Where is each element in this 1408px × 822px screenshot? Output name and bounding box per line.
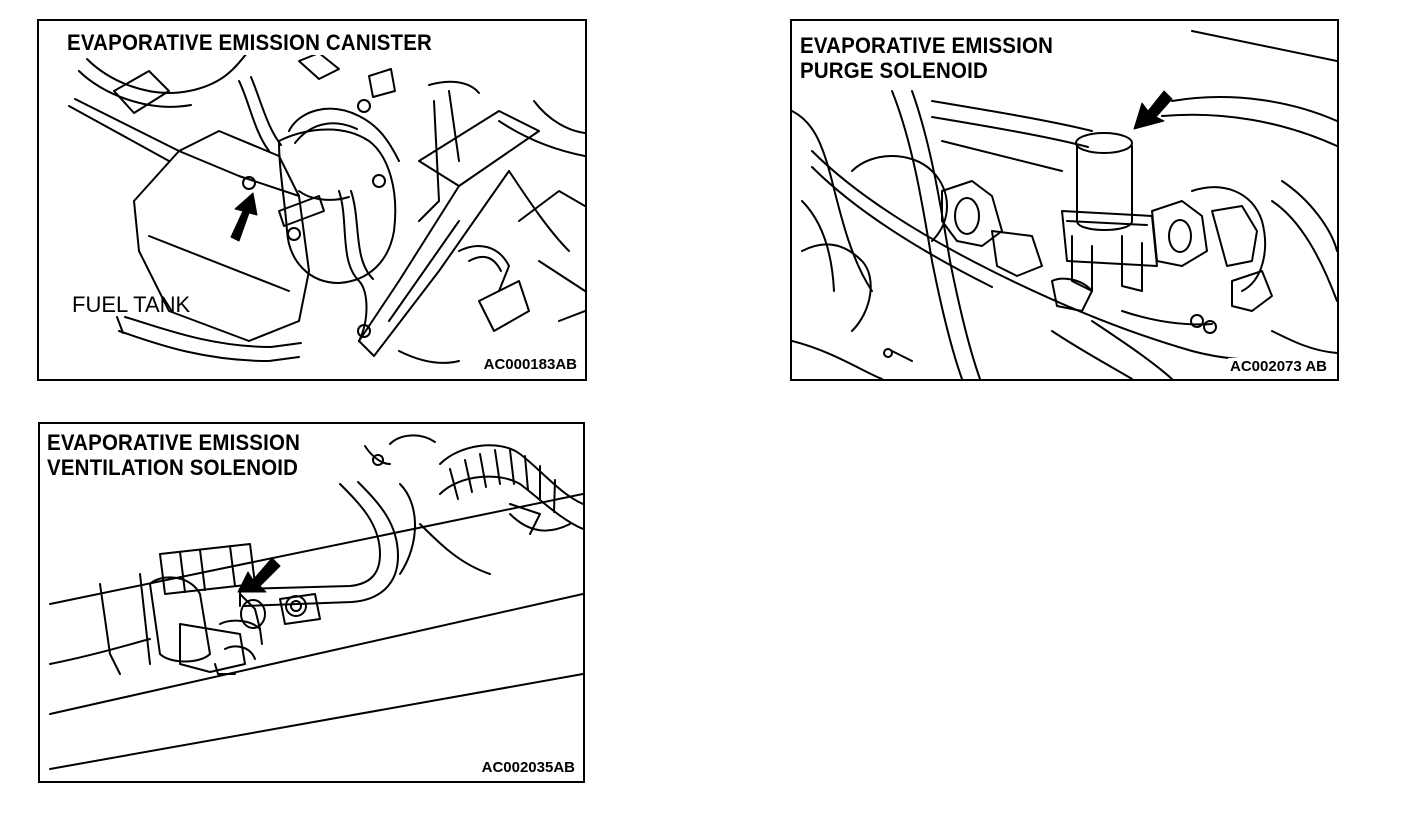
figure-code: AC002035AB <box>479 759 577 776</box>
figure-evap-ventilation-solenoid: EVAPORATIVE EMISSION VENTILATION SOLENOI… <box>38 422 585 783</box>
figure-code: AC000183AB <box>481 356 579 373</box>
figure-code: AC002073 AB <box>1228 358 1329 375</box>
tag-label <box>113 70 170 114</box>
figure-title: EVAPORATIVE EMISSION VENTILATION SOLENOI… <box>47 430 304 480</box>
figure-title: EVAPORATIVE EMISSION PURGE SOLENOID <box>800 33 1057 83</box>
figure-title: EVAPORATIVE EMISSION CANISTER <box>67 30 436 55</box>
pointer-arrow <box>230 192 258 242</box>
pointer-arrow <box>237 557 281 593</box>
ventilation-solenoid-line-drawing <box>49 434 583 770</box>
canister-line-drawing <box>68 50 585 364</box>
callout-fuel-tank: FUEL TANK <box>72 292 191 317</box>
purge-solenoid-line-drawing <box>792 30 1337 379</box>
pointer-arrow <box>1133 90 1173 130</box>
figure-evap-canister: EVAPORATIVE EMISSION CANISTER FUEL TANK … <box>37 19 587 381</box>
solenoid-body <box>1076 145 1133 231</box>
figure-evap-purge-solenoid: EVAPORATIVE EMISSION PURGE SOLENOID AC00… <box>790 19 1339 381</box>
